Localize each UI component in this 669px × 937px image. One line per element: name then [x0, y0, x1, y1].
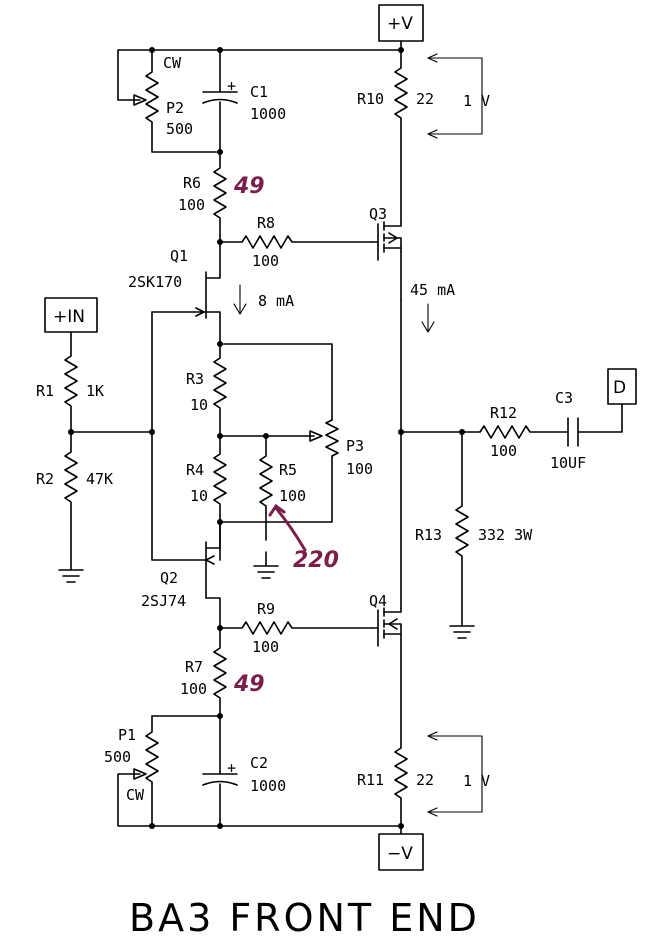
q4-ref: Q4 — [369, 592, 387, 610]
c2-value: 1000 — [250, 777, 286, 795]
c2-ref: C2 — [250, 754, 268, 772]
p2-value: 500 — [166, 120, 193, 138]
bottom-voltage-indicator: 1 V — [427, 731, 490, 817]
p1-potentiometer: P1 500 CW — [104, 715, 159, 827]
vminus-terminal: −V — [378, 833, 424, 871]
p3-top-wire — [219, 343, 333, 421]
q3-ref: Q3 — [369, 205, 387, 223]
c1-plus: + — [227, 77, 236, 95]
q3-current-label: 45 mA — [410, 281, 455, 299]
r12-value: 100 — [490, 442, 517, 460]
r11-value: 22 — [416, 771, 434, 789]
r10-resistor: R10 22 — [357, 49, 434, 223]
q1-ref: Q1 — [170, 247, 188, 265]
q2-jfet: Q2 2SJ74 — [141, 521, 221, 629]
q2-value: 2SJ74 — [141, 592, 186, 610]
input-label: +IN — [53, 307, 85, 327]
top-rail — [151, 40, 402, 51]
r8-resistor: R8 100 — [219, 214, 373, 270]
r8-value: 100 — [252, 252, 279, 270]
output-label: D — [613, 378, 626, 398]
bottom-rail — [151, 825, 402, 835]
p2-ref: P2 — [166, 99, 184, 117]
r7-handwritten-value: 49 — [233, 672, 265, 697]
r9-resistor: R9 100 — [219, 600, 373, 656]
r7-ref: R7 — [185, 658, 203, 676]
r9-value: 100 — [252, 638, 279, 656]
p1-cw-label: CW — [126, 786, 145, 804]
c1-value: 1000 — [250, 105, 286, 123]
r6-resistor: R6 100 49 — [178, 151, 265, 243]
q3-current-arrow — [421, 303, 435, 333]
r6-value: 100 — [178, 196, 205, 214]
p2-potentiometer: CW P2 500 — [117, 49, 221, 153]
input-terminal: +IN — [44, 297, 98, 333]
r7-value: 100 — [180, 680, 207, 698]
r1-resistor: R1 1K — [36, 331, 104, 433]
r13-resistor: R13 332 3W — [415, 431, 533, 639]
p3-potentiometer: P3 100 — [219, 419, 373, 523]
r6-ref: R6 — [183, 174, 201, 192]
c2-capacitor: + C2 1000 — [202, 715, 286, 827]
r4-ref: R4 — [186, 461, 204, 479]
r1-ref: R1 — [36, 382, 54, 400]
c3-ref: C3 — [555, 389, 573, 407]
vplus-terminal: +V — [378, 4, 424, 42]
c3-capacitor: C3 10UF — [550, 389, 623, 472]
v-bottom-label: 1 V — [463, 772, 490, 790]
r5-ref: R5 — [279, 461, 297, 479]
r12-ref: R12 — [490, 404, 517, 422]
c1-ref: C1 — [250, 83, 268, 101]
r3-ref: R3 — [186, 370, 204, 388]
r7-resistor: R7 100 49 — [180, 627, 265, 717]
r5-value: 100 — [279, 487, 306, 505]
p3-value: 100 — [346, 460, 373, 478]
p3-wiper-icon — [309, 430, 323, 442]
gate-bus — [151, 311, 207, 561]
r4-value: 10 — [190, 487, 208, 505]
q1-value: 2SK170 — [128, 273, 182, 291]
r8-ref: R8 — [257, 214, 275, 232]
r5-handwritten-annotation: 220 — [268, 503, 339, 573]
p1-value: 500 — [104, 748, 131, 766]
q2-ref: Q2 — [160, 569, 178, 587]
q3-mosfet: Q3 — [369, 205, 402, 301]
r2-ref: R2 — [36, 470, 54, 488]
r2-value: 47K — [86, 470, 113, 488]
p3-ref: P3 — [346, 437, 364, 455]
q1-current-label: 8 mA — [258, 292, 294, 310]
r5-handwritten-value: 220 — [293, 548, 339, 573]
v-top-label: 1 V — [463, 92, 490, 110]
p2-cw-label: CW — [163, 54, 182, 72]
q1-jfet: Q1 2SK170 — [128, 241, 221, 345]
r6-handwritten-value: 49 — [233, 174, 265, 199]
r5-resistor: R5 100 — [253, 435, 306, 579]
r13-ref: R13 — [415, 526, 442, 544]
r2-resistor: R2 47K — [36, 431, 113, 571]
diagram-title: BA3 FRONT END — [129, 896, 480, 937]
r1-value: 1K — [86, 382, 104, 400]
r3-value: 10 — [190, 396, 208, 414]
c2-plus: + — [227, 759, 236, 777]
r11-ref: R11 — [357, 771, 384, 789]
top-voltage-indicator: 1 V — [427, 53, 490, 139]
c3-value: 10UF — [550, 454, 586, 472]
r12-resistor: R12 100 — [479, 404, 569, 460]
r10-ref: R10 — [357, 90, 384, 108]
q1-current-arrow — [233, 284, 247, 315]
r4-resistor: R4 10 — [186, 435, 227, 561]
q4-mosfet: Q4 — [369, 592, 402, 647]
r2-ground-icon — [58, 569, 84, 583]
r10-value: 22 — [416, 90, 434, 108]
output-terminal: D — [607, 368, 637, 405]
vplus-label: +V — [387, 14, 413, 34]
r13-value: 332 3W — [478, 526, 533, 544]
vminus-label: −V — [387, 844, 413, 864]
p1-ref: P1 — [118, 726, 136, 744]
r11-resistor: R11 22 — [357, 639, 434, 827]
r9-ref: R9 — [257, 600, 275, 618]
c1-capacitor: + C1 1000 — [202, 49, 286, 153]
r3-resistor: R3 10 — [186, 343, 227, 437]
